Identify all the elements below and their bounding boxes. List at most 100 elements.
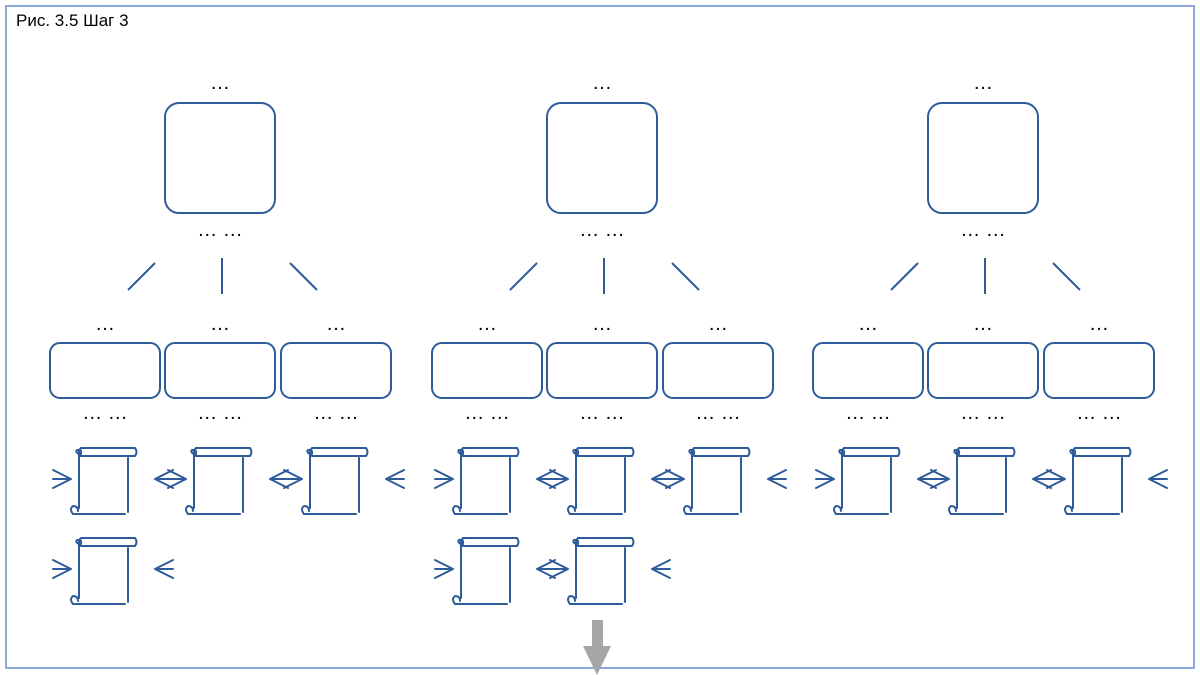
- connector-line: [890, 262, 919, 291]
- scroll-document-icon: [52, 537, 174, 605]
- child-top-label: …: [477, 313, 497, 335]
- scroll-top-roll: [575, 447, 635, 457]
- scroll-body: [187, 453, 244, 515]
- child-bottom-label: … …: [695, 402, 741, 424]
- scroll-curl: [1069, 448, 1077, 455]
- scroll-document-icon: [434, 537, 556, 605]
- child-top-label: …: [326, 313, 346, 335]
- child-node: [812, 342, 924, 399]
- child-top-label: …: [708, 313, 728, 335]
- right-arrowhead-icon: [651, 559, 671, 579]
- tree-2: [431, 102, 787, 605]
- child-bottom-label: … …: [82, 402, 128, 424]
- child-bottom-label: … …: [464, 402, 510, 424]
- child-top-label: …: [1089, 313, 1109, 335]
- left-arrowhead-icon: [52, 469, 72, 489]
- root-node: [927, 102, 1039, 214]
- child-top-label: …: [858, 313, 878, 335]
- scroll-top-roll: [460, 447, 520, 457]
- scroll-bottom-curl: [70, 595, 79, 605]
- left-arrowhead-icon: [549, 559, 569, 579]
- right-arrowhead-icon: [385, 469, 405, 489]
- connector-line: [509, 262, 538, 291]
- scroll-top-roll: [956, 447, 1016, 457]
- scroll-bottom-curl: [567, 595, 576, 605]
- root-top-label: …: [973, 72, 993, 94]
- down-arrow-shape: [583, 620, 611, 675]
- tree-3: [812, 102, 1168, 515]
- scroll-bottom-curl: [1064, 505, 1073, 515]
- scroll-body: [569, 543, 626, 605]
- root-node: [546, 102, 658, 214]
- scroll-top-roll: [78, 537, 138, 547]
- scroll-top-roll: [193, 447, 253, 457]
- left-arrowhead-icon: [815, 469, 835, 489]
- scroll-body: [72, 543, 129, 605]
- left-arrowhead-icon: [1046, 469, 1066, 489]
- connector-line: [289, 262, 318, 291]
- scroll-top-roll: [575, 537, 635, 547]
- scroll-body: [1066, 453, 1123, 515]
- scroll-curl: [572, 448, 580, 455]
- left-arrowhead-icon: [434, 559, 454, 579]
- scroll-body: [454, 543, 511, 605]
- scroll-bottom-curl: [452, 505, 461, 515]
- child-node: [49, 342, 161, 399]
- scroll-body: [950, 453, 1007, 515]
- child-top-label: …: [210, 313, 230, 335]
- scroll-document-icon: [815, 447, 937, 515]
- child-bottom-label: … …: [1076, 402, 1122, 424]
- scroll-bottom-curl: [948, 505, 957, 515]
- child-bottom-label: … …: [845, 402, 891, 424]
- scroll-curl: [572, 538, 580, 545]
- scroll-top-roll: [78, 447, 138, 457]
- root-bottom-label: … …: [197, 219, 243, 241]
- scroll-document-icon: [665, 447, 787, 515]
- child-node: [164, 342, 276, 399]
- child-node: [1043, 342, 1155, 399]
- scroll-curl: [457, 538, 465, 545]
- left-arrowhead-icon: [665, 469, 685, 489]
- scroll-top-roll: [309, 447, 369, 457]
- left-arrowhead-icon: [434, 469, 454, 489]
- left-arrowhead-icon: [930, 469, 950, 489]
- child-node: [280, 342, 392, 399]
- child-node: [927, 342, 1039, 399]
- root-node: [164, 102, 276, 214]
- root-bottom-label: … …: [960, 219, 1006, 241]
- child-bottom-label: … …: [960, 402, 1006, 424]
- child-bottom-label: … …: [197, 402, 243, 424]
- root-bottom-label: … …: [579, 219, 625, 241]
- scroll-curl: [457, 448, 465, 455]
- scroll-document-icon: [930, 447, 1052, 515]
- scroll-curl: [75, 538, 83, 545]
- scroll-curl: [75, 448, 83, 455]
- scroll-curl: [190, 448, 198, 455]
- scroll-body: [569, 453, 626, 515]
- child-node: [546, 342, 658, 399]
- scroll-body: [303, 453, 360, 515]
- scroll-bottom-curl: [833, 505, 842, 515]
- scroll-body: [454, 453, 511, 515]
- scroll-curl: [953, 448, 961, 455]
- left-arrowhead-icon: [283, 469, 303, 489]
- scroll-document-icon: [52, 447, 174, 515]
- root-top-label: …: [210, 72, 230, 94]
- child-node: [662, 342, 774, 399]
- scroll-document-icon: [434, 447, 556, 515]
- scroll-document-icon: [549, 537, 671, 605]
- child-bottom-label: … …: [313, 402, 359, 424]
- left-arrowhead-icon: [52, 559, 72, 579]
- child-top-label: …: [973, 313, 993, 335]
- scroll-document-icon: [1046, 447, 1168, 515]
- root-top-label: …: [592, 72, 612, 94]
- child-node: [431, 342, 543, 399]
- scroll-bottom-curl: [70, 505, 79, 515]
- left-arrowhead-icon: [167, 469, 187, 489]
- connector-line: [1052, 262, 1081, 291]
- scroll-document-icon: [283, 447, 405, 515]
- child-top-label: …: [95, 313, 115, 335]
- figure-caption: Рис. 3.5 Шаг 3: [16, 11, 129, 30]
- right-arrowhead-icon: [154, 559, 174, 579]
- scroll-body: [72, 453, 129, 515]
